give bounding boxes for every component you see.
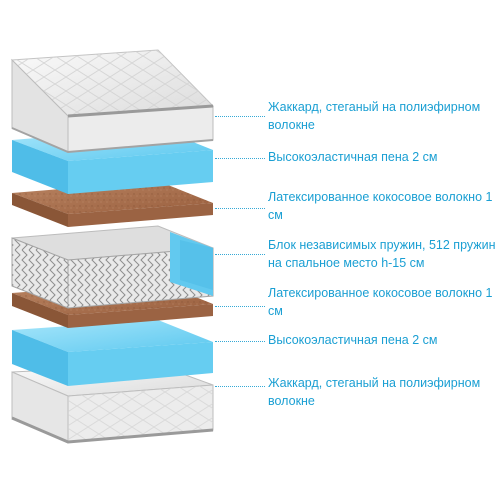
leader-line [215,386,265,387]
leader-line [215,158,265,159]
layer-label: Жаккард, стеганый на полиэфирном волокне [268,100,481,132]
leader-line [215,208,265,209]
layer-label: Жаккард, стеганый на полиэфирном волокне [268,376,481,408]
layer-label: Латексированное кокосовое волокно 1 см [268,190,493,222]
leader-line [215,341,265,342]
layer-label: Блок независимых пружин, 512 пружин на с… [268,238,496,270]
leader-line [215,306,265,307]
layer-label: Высокоэластичная пена 2 см [268,333,438,347]
layer-spring-block [11,225,214,309]
layer-foam-lower [12,320,213,386]
layer-top-jacquard [10,49,215,154]
layer-label: Латексированное кокосовое волокно 1 см [268,286,493,318]
layer-label: Высокоэластичная пена 2 см [268,150,438,164]
leader-line [215,254,265,255]
leader-line [215,116,265,117]
